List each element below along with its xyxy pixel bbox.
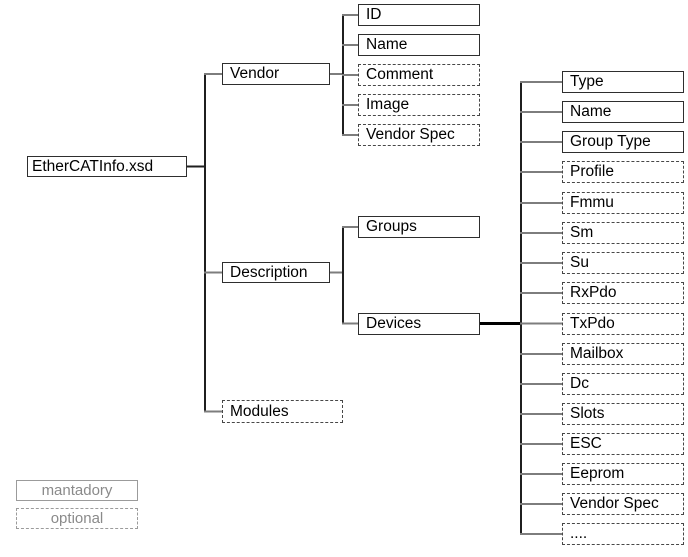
root-node: EtherCATInfo.xsd xyxy=(27,156,187,177)
tree-node: Slots xyxy=(562,403,684,425)
tree-node: Vendor Spec xyxy=(562,493,684,515)
legend-item: optional xyxy=(16,508,138,529)
tree-node: RxPdo xyxy=(562,282,684,304)
tree-node: Type xyxy=(562,71,684,93)
tree-node: Profile xyxy=(562,161,684,183)
tree-node: .... xyxy=(562,523,684,545)
tree-node: Sm xyxy=(562,222,684,244)
tree-node: Eeprom xyxy=(562,463,684,485)
tree-node: Dc xyxy=(562,373,684,395)
tree-node-vendor: Vendor xyxy=(222,63,330,85)
tree-node: Name xyxy=(358,34,480,56)
tree-node: Vendor Spec xyxy=(358,124,480,146)
tree-node: Groups xyxy=(358,216,480,238)
tree-node-modules: Modules xyxy=(222,400,343,423)
legend-item: mantadory xyxy=(16,480,138,501)
tree-node: Name xyxy=(562,101,684,123)
tree-node-description: Description xyxy=(222,262,330,283)
tree-node: Group Type xyxy=(562,131,684,153)
tree-node: Fmmu xyxy=(562,192,684,214)
tree-node: Image xyxy=(358,94,480,116)
tree-node: Comment xyxy=(358,64,480,86)
tree-node: Su xyxy=(562,252,684,274)
tree-node: Mailbox xyxy=(562,343,684,365)
tree-node: ESC xyxy=(562,433,684,455)
tree-node: ID xyxy=(358,4,480,26)
tree-node: Devices xyxy=(358,312,480,335)
tree-node: TxPdo xyxy=(562,312,684,335)
